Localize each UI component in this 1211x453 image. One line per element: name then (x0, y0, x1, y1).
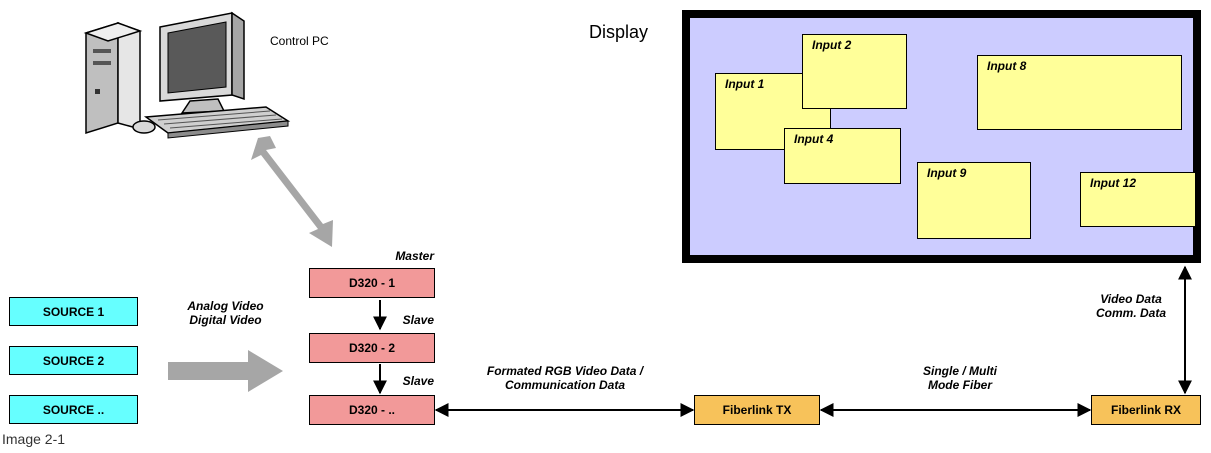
input-window-label: Input 4 (794, 132, 834, 146)
fiber-mode-line1: Single / Multi (923, 364, 997, 378)
input-window-2: Input 2 (802, 34, 907, 109)
input-window-label: Input 9 (927, 166, 967, 180)
d320-slave-box-n: D320 - .. (309, 395, 435, 425)
d320-slave-box-2: D320 - 2 (309, 333, 435, 363)
rgb-data-label: Formated RGB Video Data / Communication … (455, 364, 675, 393)
video-input-label: Analog Video Digital Video (178, 299, 273, 328)
computer-icon (83, 11, 291, 139)
video-comm-label: Video Data Comm. Data (1086, 292, 1176, 321)
input-window-8: Input 8 (977, 55, 1182, 130)
slave-label-2: Slave (402, 374, 434, 388)
fiber-mode-line2: Mode Fiber (927, 377, 992, 392)
comm-data-text: Comm. Data (1095, 305, 1166, 320)
slave-label-1: Slave (402, 313, 434, 327)
master-label: Master (395, 249, 434, 263)
d320-master-box: D320 - 1 (309, 268, 435, 298)
display-panel: Input 1 Input 2 Input 4 Input 8 Input 9 … (682, 10, 1201, 263)
analog-video-text: Analog Video (187, 299, 264, 313)
video-input-arrow (168, 350, 283, 392)
source-n-box: SOURCE .. (9, 395, 138, 424)
pc-link-arrow (251, 136, 333, 247)
input-window-label: Input 1 (725, 77, 765, 91)
input-window-label: Input 12 (1090, 176, 1137, 190)
fiber-mode-label: Single / Multi Mode Fiber (905, 364, 1015, 393)
source-1-box: SOURCE 1 (9, 297, 138, 326)
display-title: Display (589, 22, 649, 42)
digital-video-text: Digital Video (189, 312, 262, 327)
rgb-data-line1: Formated RGB Video Data / (486, 364, 644, 378)
rgb-data-line2: Communication Data (504, 377, 625, 392)
image-caption: Image 2-1 (2, 431, 66, 447)
input-window-9: Input 9 (917, 162, 1031, 239)
source-2-box: SOURCE 2 (9, 346, 138, 375)
fiberlink-rx-box: Fiberlink RX (1091, 395, 1201, 425)
input-window-label: Input 8 (987, 59, 1027, 73)
input-window-label: Input 2 (812, 38, 852, 52)
control-pc-label: Control PC (270, 34, 329, 48)
input-window-12: Input 12 (1080, 172, 1196, 227)
video-data-text: Video Data (1100, 292, 1162, 306)
fiberlink-tx-box: Fiberlink TX (694, 395, 820, 425)
input-window-4: Input 4 (784, 128, 901, 184)
